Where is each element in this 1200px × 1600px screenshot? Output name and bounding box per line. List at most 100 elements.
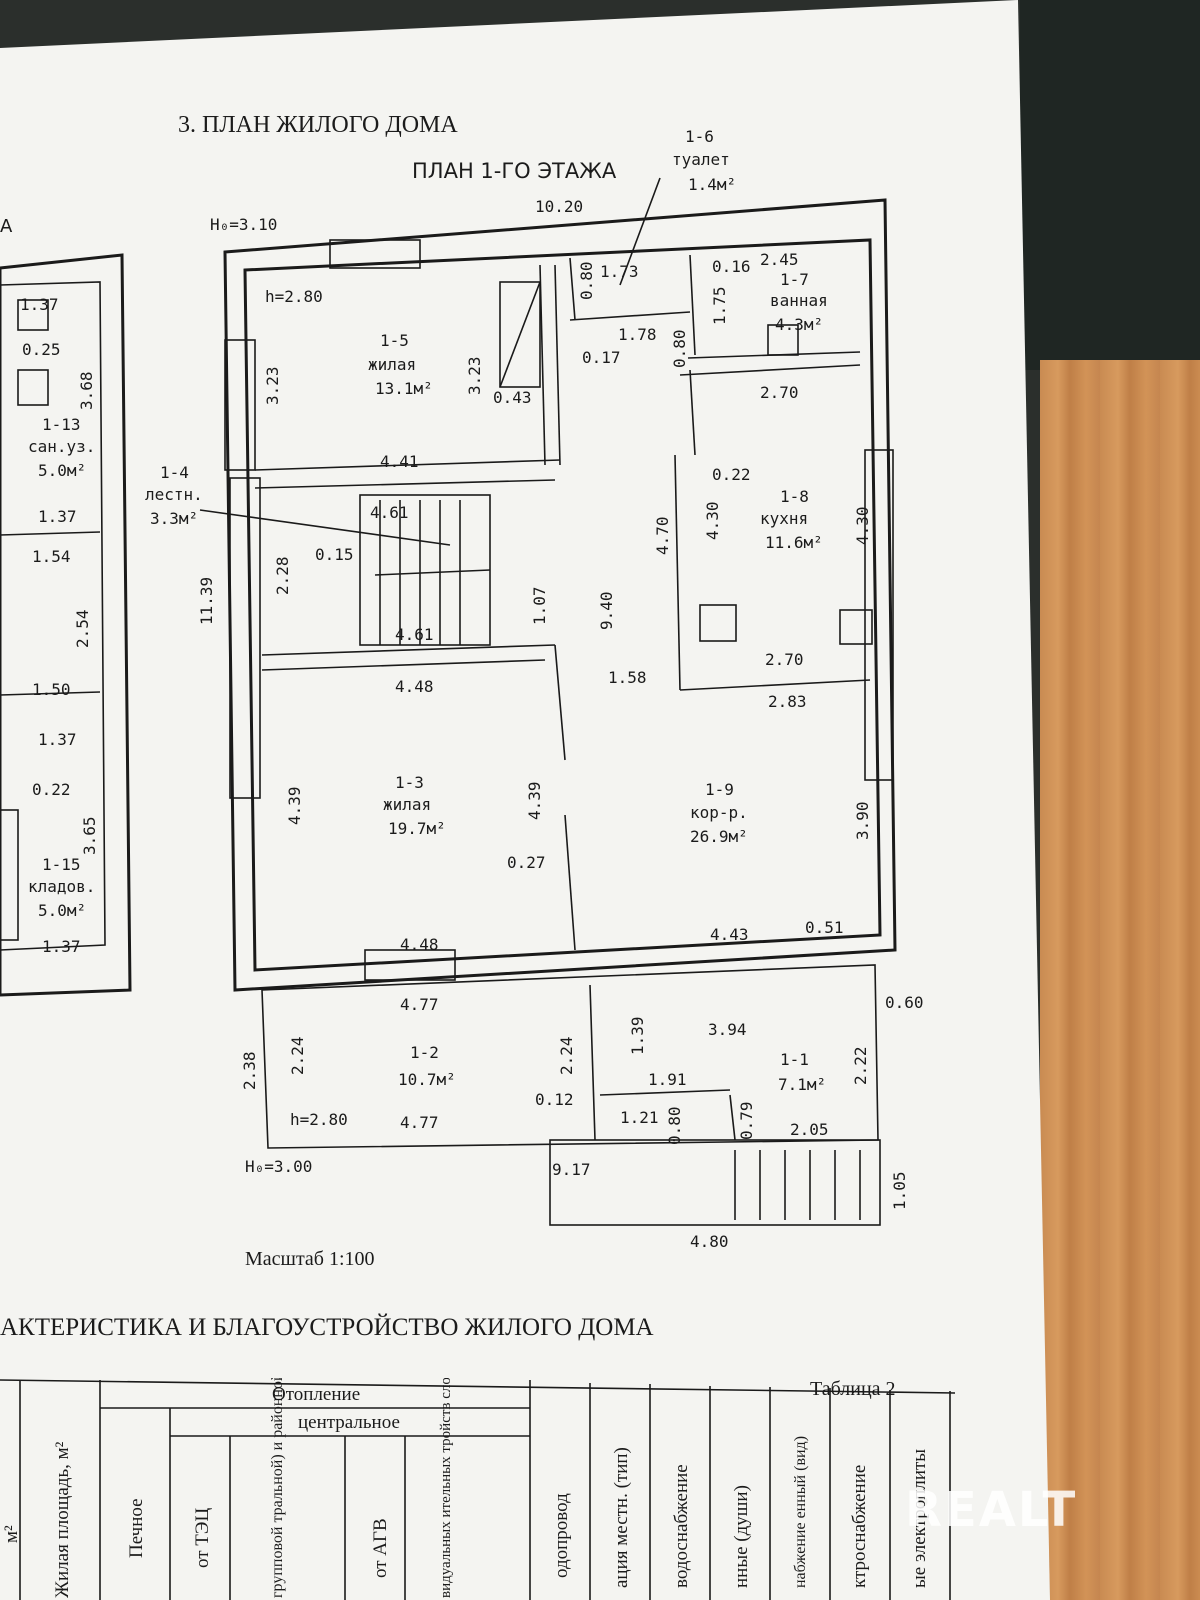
dimension: 0.25 xyxy=(22,340,61,359)
room-id: 1-3 xyxy=(395,773,424,792)
dimension: 4.43 xyxy=(710,925,749,944)
table-2: Отопление центральное м² Жилая площадь, … xyxy=(0,1378,956,1600)
room-area: 13.1м² xyxy=(375,379,433,398)
dimension: 0.16 xyxy=(712,257,751,276)
dimension: 1.37 xyxy=(38,507,77,526)
dimension-labels: 10.20 11.39 9.17 4.80 3.23 3.23 4.41 0.4… xyxy=(20,197,924,1251)
dimension: 0.79 xyxy=(737,1101,756,1140)
dimension: 2.28 xyxy=(273,556,292,595)
dimension: 2.24 xyxy=(288,1036,307,1075)
room-id: 1-5 xyxy=(380,331,409,350)
dimension: 4.61 xyxy=(370,503,409,522)
dimension: 2.38 xyxy=(240,1051,259,1090)
wooden-table xyxy=(1040,360,1200,1600)
dimension: 0.51 xyxy=(805,918,844,937)
dimension: 1.54 xyxy=(32,547,71,566)
floor-title: ПЛАН 1-ГО ЭТАЖА xyxy=(412,159,617,183)
dimension: 0.60 xyxy=(885,993,924,1012)
room-name: кухня xyxy=(760,509,808,528)
veranda-walls xyxy=(261,964,881,1226)
dimension: 4.41 xyxy=(380,452,419,471)
dimension: 3.68 xyxy=(77,371,96,410)
height-room: h=2.80 xyxy=(265,287,323,306)
room-area: 11.6м² xyxy=(765,533,823,552)
room-id: 1-4 xyxy=(160,463,189,482)
table-col: от ТЭЦ xyxy=(192,1508,213,1568)
dimension: 2.22 xyxy=(851,1046,870,1085)
dimension: 2.45 xyxy=(760,250,799,269)
dimension: 1.37 xyxy=(38,730,77,749)
height-top: H₀=3.10 xyxy=(210,215,277,234)
dimension: 1.21 xyxy=(620,1108,659,1127)
table-col: набжение енный (вид) xyxy=(792,1436,809,1588)
table-col: Жилая площадь, м² xyxy=(52,1441,73,1598)
dimension: 1.37 xyxy=(20,295,59,314)
watermark-logo: REALT xyxy=(905,1482,1078,1538)
room-name: жилая xyxy=(368,355,416,374)
dimension: 0.80 xyxy=(665,1106,684,1145)
table-col: групповой тральной) и районной тельной xyxy=(269,1378,286,1598)
room-id: 1-13 xyxy=(42,415,81,434)
dimension: 0.15 xyxy=(315,545,354,564)
dimension: 4.48 xyxy=(395,677,434,696)
dimension: 10.20 xyxy=(535,197,583,216)
dimension: 4.39 xyxy=(285,786,304,825)
dimension: 3.23 xyxy=(263,366,282,405)
table-header-heating: Отопление xyxy=(272,1384,360,1405)
dimension: 0.12 xyxy=(535,1090,574,1109)
room-area: 7.1м² xyxy=(778,1075,826,1094)
dimension: 4.77 xyxy=(400,1113,439,1132)
dimension: 1.50 xyxy=(32,680,71,699)
dimension: 2.05 xyxy=(790,1120,829,1139)
dimension: 0.22 xyxy=(712,465,751,484)
dimension: 0.80 xyxy=(577,261,596,300)
paper-sheet xyxy=(0,0,1050,1600)
dimension: 4.39 xyxy=(525,781,544,820)
dimension: 3.94 xyxy=(708,1020,747,1039)
dimension: 0.43 xyxy=(493,388,532,407)
room-id: 1-2 xyxy=(410,1043,439,1062)
dimension: 3.65 xyxy=(80,816,99,855)
room-name: кладов. xyxy=(28,877,95,896)
room-name: жилая xyxy=(383,795,431,814)
table-header-central: центральное xyxy=(298,1412,400,1433)
room-id: 1-1 xyxy=(780,1050,809,1069)
leader-lines xyxy=(199,177,661,546)
table-col: ация местн. (тип) xyxy=(611,1447,632,1588)
room-area: 19.7м² xyxy=(388,819,446,838)
dark-mat xyxy=(1020,0,1200,370)
room-name: кор-р. xyxy=(690,803,748,822)
table-col: м² xyxy=(1,1525,22,1543)
room-area: 10.7м² xyxy=(398,1070,456,1089)
dimension: 2.24 xyxy=(557,1036,576,1075)
scale-label: Масштаб 1:100 xyxy=(245,1248,375,1270)
dimension: 1.05 xyxy=(890,1171,909,1210)
dimension: 1.75 xyxy=(710,286,729,325)
room-name: лестн. xyxy=(145,485,203,504)
dimension: 0.22 xyxy=(32,780,71,799)
dimension: 4.30 xyxy=(703,501,722,540)
room-name: туалет xyxy=(672,150,730,169)
dimension: 4.30 xyxy=(853,506,872,545)
dimension: 1.58 xyxy=(608,668,647,687)
room-name: сан.уз. xyxy=(28,437,95,456)
table-col: водоснабжение xyxy=(671,1464,692,1588)
height-room: h=2.80 xyxy=(290,1110,348,1129)
dimension: 2.54 xyxy=(73,609,92,648)
room-labels: 1-5 жилая 13.1м² 1-6 туалет 1.4м² 1-7 ва… xyxy=(28,127,828,1094)
height-bottom: H₀=3.00 xyxy=(245,1157,312,1176)
table-label: Таблица 2 xyxy=(810,1378,896,1400)
dimension: 1.78 xyxy=(618,325,657,344)
floor-plan: 3. ПЛАН ЖИЛОГО ДОМА ПЛАН 1-ГО ЭТАЖА А xyxy=(0,112,924,1400)
room-id: 1-9 xyxy=(705,780,734,799)
dimension: 9.17 xyxy=(552,1160,591,1179)
dimension: 4.80 xyxy=(690,1232,729,1251)
room-area: 5.0м² xyxy=(38,461,86,480)
dimension: 11.39 xyxy=(197,577,216,625)
dimension: 1.91 xyxy=(648,1070,687,1089)
room-area: 3.3м² xyxy=(150,509,198,528)
table-col: Печное xyxy=(126,1498,147,1558)
table-col: от АГВ xyxy=(370,1518,391,1578)
dimension: 3.90 xyxy=(853,801,872,840)
table-col: одопровод xyxy=(551,1493,572,1578)
